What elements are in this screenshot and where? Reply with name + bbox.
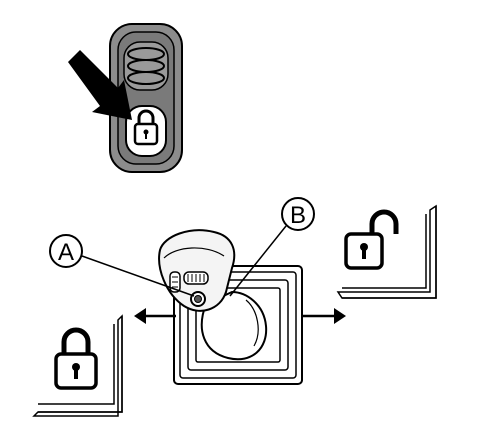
- callout-a-label: A: [58, 239, 74, 266]
- locked-position-marker: [34, 316, 122, 416]
- lock-button[interactable]: [126, 106, 166, 156]
- switch-roller-icon: [124, 42, 168, 90]
- knob-lock-button[interactable]: [191, 292, 205, 306]
- callout-b-label: B: [290, 202, 306, 229]
- padlock-unlocked-icon: [346, 212, 396, 268]
- unlocked-position-marker: [338, 206, 436, 298]
- padlock-locked-icon: [56, 330, 96, 388]
